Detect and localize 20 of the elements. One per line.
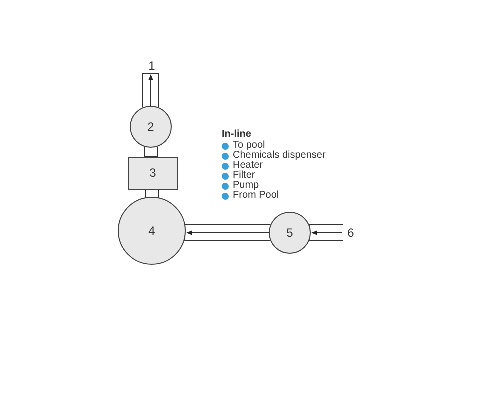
equipment-circle [269, 212, 311, 254]
equipment-circle [130, 106, 172, 148]
flow-arrow [186, 230, 270, 236]
flow-arrow [148, 74, 154, 106]
pipe-end-number: 1 [146, 60, 158, 72]
legend-title: In-line [222, 129, 252, 140]
equipment-number: 3 [150, 166, 156, 180]
equipment-number: 5 [286, 226, 294, 240]
legend-text: To pool [233, 141, 266, 151]
equipment-number: 4 [148, 224, 156, 238]
flow-arrow [311, 230, 342, 236]
pipe-end-number: 6 [345, 226, 357, 240]
legend-text: Filter [233, 171, 256, 181]
legend-text: Chemicals dispenser [233, 151, 326, 161]
equipment-box [128, 156, 178, 190]
equipment-number: 2 [148, 120, 154, 134]
legend-text: Heater [233, 161, 264, 171]
legend-text: From Pool [233, 191, 280, 201]
pipe [144, 146, 158, 157]
legend-text: Pump [233, 181, 260, 191]
